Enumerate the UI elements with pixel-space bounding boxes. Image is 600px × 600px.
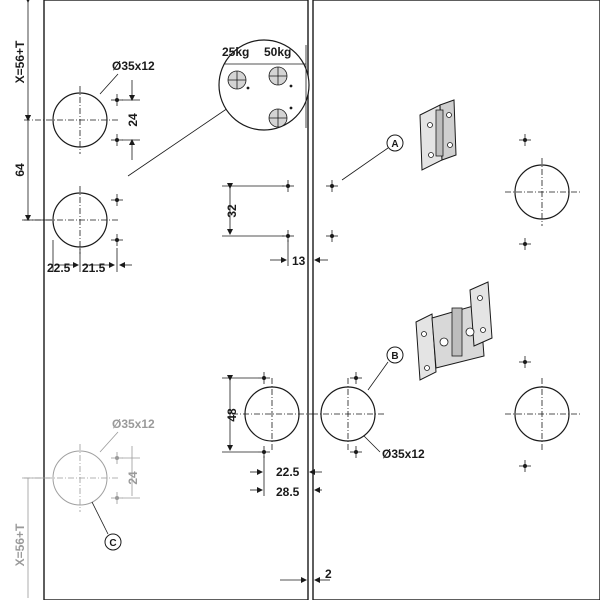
screw-holes-lower-left — [258, 372, 270, 458]
hinge-b-illustration — [415, 281, 493, 381]
callout-a-label: A — [391, 139, 398, 150]
dim-13-label: 13 — [292, 254, 306, 268]
screw-holes-top — [111, 94, 123, 246]
cup-hole-middle — [24, 186, 118, 254]
screw-holes-optional — [111, 452, 123, 504]
screw-holes-right-upper — [326, 180, 338, 242]
dim-64-label: 64 — [13, 163, 27, 177]
dim-x-top-label: X=56+T — [13, 40, 27, 83]
load-25kg-label: 25kg — [222, 45, 249, 59]
cup-hole-optional — [24, 444, 118, 512]
cup-top-label: Ø35x12 — [112, 59, 155, 73]
dim-22-5-label: 22.5 — [276, 465, 300, 479]
load-50kg-label: 50kg — [264, 45, 291, 59]
cup-grey-label: Ø35x12 — [112, 417, 155, 431]
hinge-a-illustration — [419, 99, 457, 171]
dim-x-bottom-label: X=56+T — [13, 523, 27, 566]
screw-holes-right-lower-far — [519, 356, 531, 472]
cup-hole-top — [24, 86, 118, 154]
right-panel — [312, 0, 600, 600]
dim-22-5-left-label: 22.5 — [47, 261, 71, 275]
callout-c-label: C — [109, 538, 116, 549]
screw-holes-right-cup-upper — [519, 134, 531, 250]
cup-hole-right-upper — [505, 158, 580, 226]
dim-24-top-label: 24 — [126, 113, 140, 127]
cup-hole-right-lower-far — [505, 378, 580, 450]
detail-magnifier: 25kg 50kg — [218, 39, 310, 131]
callout-b-label: B — [391, 351, 398, 362]
dim-48-label: 48 — [225, 408, 239, 422]
cup-hole-lower-left — [232, 378, 312, 450]
screw-holes-right-lower-near — [350, 372, 362, 458]
dim-24-grey-label: 24 — [126, 471, 140, 485]
cup-hole-right-lower-near — [312, 378, 386, 450]
dim-2-label: 2 — [325, 567, 332, 581]
dim-21-5-label: 21.5 — [82, 261, 106, 275]
dim-32-label: 32 — [225, 204, 239, 218]
cup-right-label: Ø35x12 — [382, 447, 425, 461]
dim-28-5-label: 28.5 — [276, 485, 300, 499]
